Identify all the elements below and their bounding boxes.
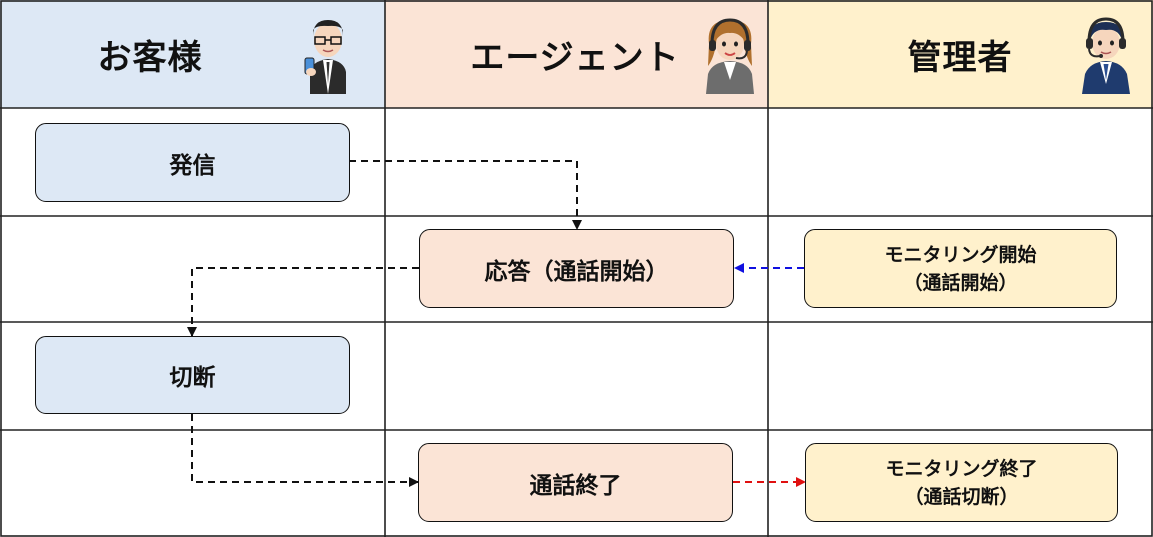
step-monitor-start: モニタリング開始 （通話開始） bbox=[804, 229, 1117, 308]
step-monitor-end-line1: モニタリング終了 bbox=[885, 457, 1038, 480]
male-operator-headset-icon bbox=[1082, 17, 1130, 94]
step-monitor-end-line2: （通話切断） bbox=[904, 485, 1019, 508]
agent-header-bg bbox=[385, 0, 768, 108]
arrow-call-to-answer bbox=[349, 160, 582, 230]
step-call-label: 発信 bbox=[169, 152, 216, 179]
manager-header-label: 管理者 bbox=[907, 37, 1013, 78]
step-answer-label: 応答（通話開始） bbox=[484, 258, 669, 285]
agent-header-label: エージェント bbox=[470, 37, 680, 78]
step-hangup: 切断 bbox=[35, 336, 350, 414]
step-monitor-end: モニタリング終了 （通話切断） bbox=[805, 443, 1118, 522]
step-call-end-label: 通話終了 bbox=[529, 472, 622, 499]
female-agent-headset-icon bbox=[706, 18, 754, 94]
manager-header: 管理者 bbox=[860, 0, 1060, 108]
step-monitor-start-line1: モニタリング開始 bbox=[884, 243, 1037, 266]
step-answer: 応答（通話開始） bbox=[419, 229, 734, 308]
customer-header: お客様 bbox=[0, 0, 300, 108]
step-monitor-start-line2: （通話開始） bbox=[903, 271, 1018, 294]
arrow-answer-to-hangup bbox=[187, 267, 419, 337]
step-call: 発信 bbox=[35, 123, 350, 202]
agent-header: エージェント bbox=[455, 0, 695, 108]
arrow-hangup-to-call-end bbox=[191, 414, 419, 487]
businessman-phone-icon bbox=[304, 20, 346, 94]
step-call-end: 通話終了 bbox=[418, 443, 733, 522]
step-hangup-label: 切断 bbox=[169, 365, 216, 391]
customer-header-label: お客様 bbox=[97, 37, 203, 78]
